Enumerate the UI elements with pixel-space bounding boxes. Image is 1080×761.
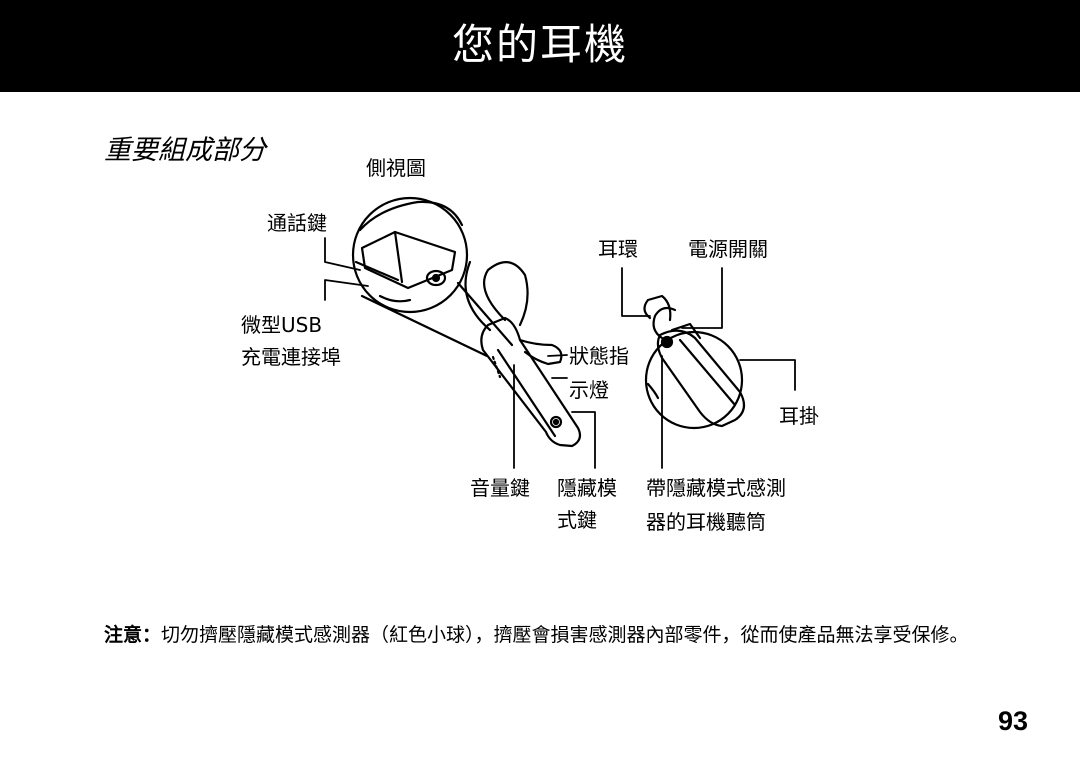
power-switch-label: 電源開關: [688, 237, 768, 261]
status-light-label: 示燈: [569, 378, 609, 402]
stealth-key-label: 隱藏模: [557, 476, 617, 500]
page-number: 93: [997, 706, 1028, 736]
headset-right: [643, 294, 746, 430]
zoom-leader-lines: [360, 281, 514, 358]
side-view-label: 側視圖: [366, 156, 426, 180]
note-text: 切勿擠壓隱藏模式感測器（紅色小球），擠壓會損害感測器內部零件，從而使產品無法享受…: [161, 624, 969, 646]
call-key-label: 通話鍵: [267, 211, 327, 235]
page-title: 您的耳機: [451, 20, 628, 69]
ear-loop-label: 耳環: [598, 237, 638, 261]
speaker-label: 帶隱藏模式感測: [646, 476, 786, 500]
note-prefix: 注意：: [104, 624, 162, 646]
micro-usb-label: 微型USB: [241, 313, 323, 337]
ear-hook-label: 耳掛: [779, 404, 819, 428]
caution-note: 注意：切勿擠壓隱藏模式感測器（紅色小球），擠壓會損害感測器內部零件，從而使產品無…: [104, 620, 1034, 651]
section-title: 重要組成部分: [104, 135, 266, 166]
status-indicator-label: 狀態指: [569, 344, 629, 368]
headset-left: [464, 260, 582, 448]
callout-lines: [324, 237, 796, 469]
volume-key-label: 音量鍵: [470, 476, 530, 500]
header-bar: [0, 0, 1080, 92]
speaker-label-2: 器的耳機聽筒: [646, 510, 766, 534]
stealth-key-label-2: 式鍵: [557, 508, 597, 532]
charging-port-label: 充電連接埠: [241, 345, 341, 369]
zoom-detail-circle: [351, 196, 469, 314]
